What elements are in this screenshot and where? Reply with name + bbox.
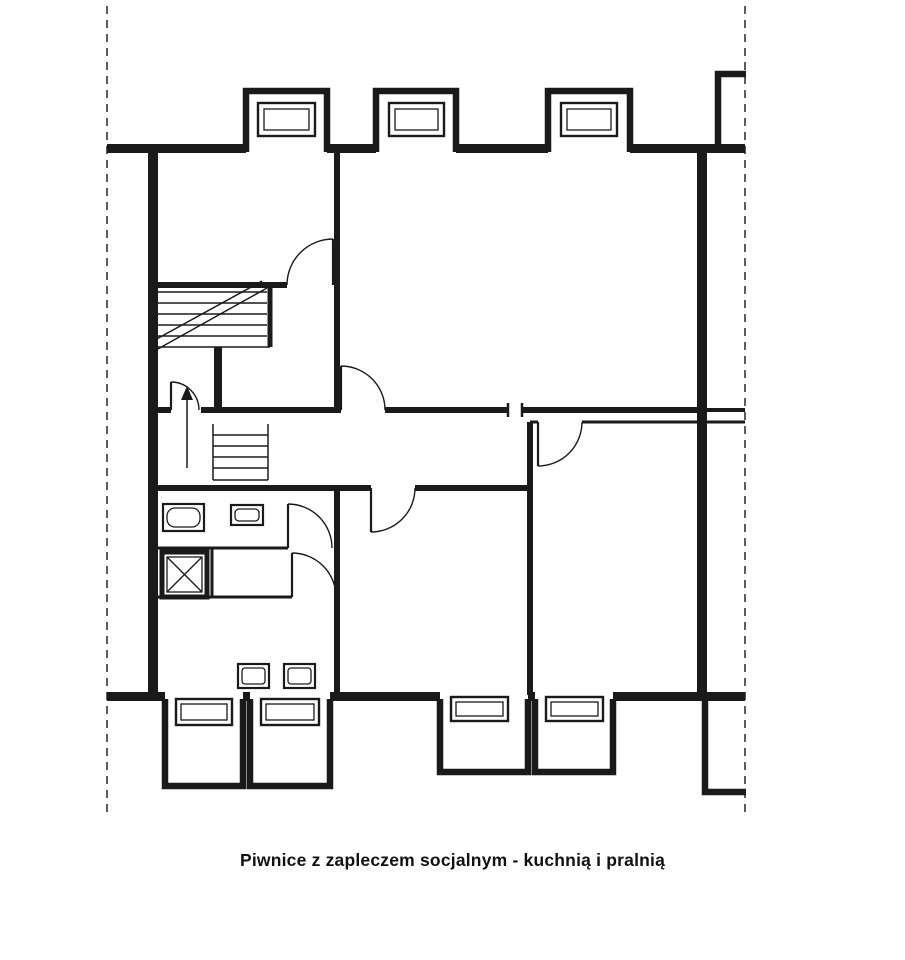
window-icon — [256, 101, 317, 138]
door-swing-icon — [536, 421, 583, 467]
sink-icon — [229, 503, 265, 527]
stair-treads-upper — [156, 291, 270, 348]
door-swing-icon — [290, 552, 337, 598]
window-icon — [559, 101, 619, 138]
stairs-up-arrow-icon — [181, 386, 193, 468]
window-icon — [449, 695, 510, 723]
interior-walls — [153, 150, 745, 695]
door-swing-icon — [339, 365, 386, 411]
door-swing-icon — [286, 238, 335, 286]
window-bay — [242, 87, 331, 152]
door-swing-icon — [169, 381, 200, 411]
drawing-caption: Piwnice z zapleczem socjalnym - kuchnią … — [239, 850, 666, 870]
bathtub-icon — [161, 502, 206, 533]
washer-icon — [236, 662, 271, 690]
washer-icon — [282, 662, 317, 690]
window-bays-bottom — [161, 695, 746, 796]
window-bay — [544, 87, 634, 152]
window-bay — [436, 699, 532, 776]
door-swing-icon — [369, 487, 416, 533]
staircase — [152, 280, 273, 481]
door-swing-icon — [286, 503, 333, 549]
stair-cut-line — [152, 280, 268, 351]
fixtures — [159, 502, 317, 690]
shower-shaft-icon — [159, 549, 210, 600]
window-icon — [259, 697, 321, 727]
window-bay — [161, 699, 247, 790]
window-bay-cut — [701, 699, 746, 796]
doors — [169, 238, 583, 598]
window-icon — [174, 697, 234, 727]
stair-treads-lower — [212, 424, 269, 481]
window-bay — [372, 87, 460, 152]
window-bay — [531, 699, 617, 776]
window-icon — [544, 695, 605, 723]
window-bay-cut — [714, 70, 746, 152]
window-bays-top — [242, 70, 746, 152]
window-bay — [246, 699, 334, 790]
window-icon — [387, 101, 446, 138]
